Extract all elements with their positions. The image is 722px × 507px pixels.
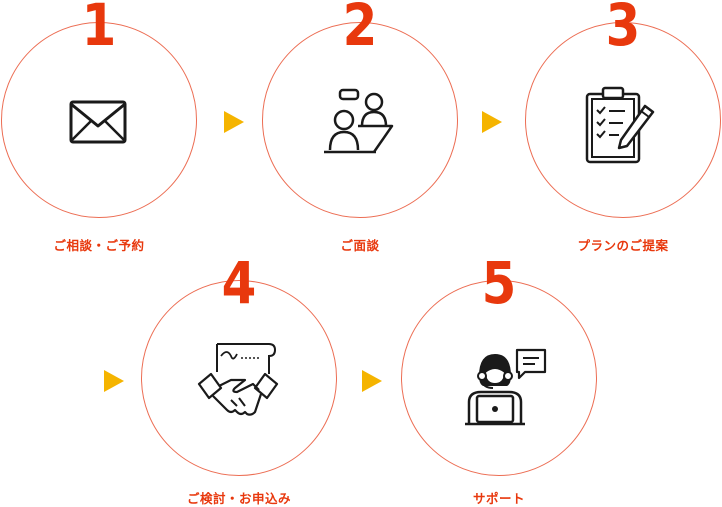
step-circle — [262, 22, 458, 218]
step-number: 2 — [342, 0, 378, 59]
clipboard-pen-icon — [585, 86, 655, 164]
arrow-right-icon — [362, 370, 382, 392]
step-number: 4 — [221, 249, 257, 317]
step-circle — [141, 280, 337, 476]
step-circle — [525, 22, 721, 218]
step-label: ご検討・お申込み — [186, 491, 291, 506]
envelope-icon — [69, 100, 127, 144]
meeting-icon — [324, 88, 394, 154]
step-label: ご面談 — [340, 238, 380, 253]
arrow-right-icon — [482, 111, 502, 133]
step-label: ご相談・ご予約 — [53, 238, 145, 253]
step-label: プランのご提案 — [577, 238, 669, 253]
step-number: 3 — [605, 0, 641, 59]
step-circle — [1, 22, 197, 218]
step-label: サポート — [472, 491, 525, 506]
arrow-right-icon — [224, 111, 244, 133]
arrow-right-icon — [104, 370, 124, 392]
support-operator-icon — [465, 348, 547, 426]
handshake-contract-icon — [197, 343, 279, 416]
step-number: 1 — [81, 0, 117, 59]
step-number: 5 — [481, 249, 517, 317]
